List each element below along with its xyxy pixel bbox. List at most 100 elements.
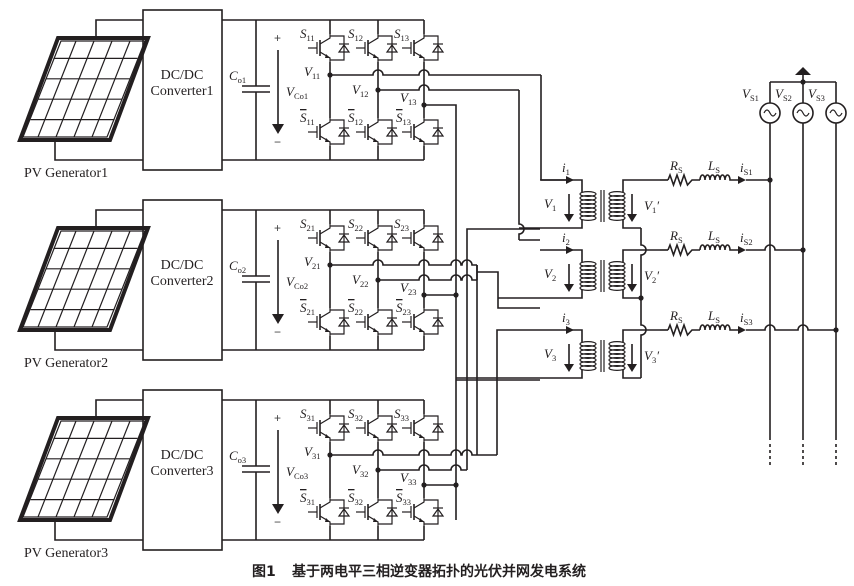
primary-voltage-label-main: V (544, 196, 554, 211)
diode-loop (378, 415, 393, 441)
arrow-head-icon (564, 284, 574, 292)
upper-switch-label: S13 (394, 26, 409, 43)
diode-icon (337, 43, 351, 53)
resistance-label-subscript: S (678, 315, 683, 325)
lower-switch-label-main: S (348, 110, 355, 125)
pv-cell-line (91, 230, 131, 328)
upper-switch-label: S31 (300, 406, 315, 423)
wire-v32-h (378, 464, 467, 471)
primary-voltage-label-subscript: 1 (552, 203, 556, 213)
igbt-emitter-arrow (419, 328, 424, 332)
arrow-head-icon (627, 364, 637, 372)
current-label-main: i (562, 310, 566, 325)
diode-icon (431, 317, 445, 327)
wire-v21-h (330, 259, 477, 266)
coil-turn (608, 261, 626, 268)
coil-turn (608, 285, 626, 292)
inductance-label-main: L (707, 158, 715, 173)
capacitor-label-subscript: o2 (238, 265, 247, 275)
junction-dot (453, 482, 459, 488)
node-label-main: V (352, 272, 362, 287)
diode-loop (424, 499, 439, 525)
secondary-coil (608, 191, 626, 222)
diode-icon (385, 423, 399, 433)
diode-icon (431, 233, 445, 243)
coil-turn (579, 215, 597, 222)
diode-icon (385, 233, 399, 243)
lower-switch-label-subscript: 32 (355, 497, 364, 507)
source-voltage-label-main: V (808, 86, 818, 101)
inductance-label-subscript: S (715, 235, 720, 245)
node-label: V21 (304, 254, 320, 271)
upper-switch-2 (356, 414, 399, 442)
upper-switch-label-main: S (394, 216, 401, 231)
lower-switch-2 (356, 498, 399, 526)
resistance-label: RS (669, 228, 683, 245)
coil-turn (579, 199, 597, 206)
diode-icon (337, 317, 351, 327)
inverter-to-transformer-wiring (330, 69, 570, 520)
line-current-label-main: i (740, 230, 744, 245)
line-current-label-subscript: S2 (744, 237, 753, 247)
resistance-label-subscript: S (678, 235, 683, 245)
resistance-label-main: R (669, 228, 678, 243)
coil-turn (579, 261, 597, 268)
resistance-label-main: R (669, 308, 678, 323)
coil-turn (608, 353, 626, 360)
upper-switch-2 (356, 224, 399, 252)
line-current-label: iS1 (740, 160, 753, 177)
converter-label-line2: Converter2 (151, 274, 214, 289)
source-voltage-label-subscript: S1 (750, 93, 759, 103)
node-label-subscript: 11 (312, 71, 320, 81)
secondary-voltage-label-prime: ′ (656, 348, 659, 363)
diode-icon (337, 507, 351, 517)
upper-switch-label-main: S (394, 26, 401, 41)
igbt-collector (367, 224, 379, 235)
wire-v31-h (330, 449, 497, 456)
arrow-head-icon (272, 314, 284, 324)
pv-cell-line (37, 420, 77, 518)
line-current-label-main: i (740, 310, 744, 325)
converter-label-line1: DC/DC (161, 68, 204, 83)
upper-switch-label-subscript: 23 (401, 223, 410, 233)
dcdc-converter-box (142, 9, 223, 171)
primary-voltage-label-subscript: 2 (552, 273, 556, 283)
arrow-head-icon (564, 214, 574, 222)
coil-turn (608, 265, 626, 272)
pv-unit-1: PV Generator1DC/DCConverter1Co1+−VCo1S11… (17, 9, 445, 181)
line-current-label-subscript: S3 (744, 317, 753, 327)
igbt-emitter-arrow (373, 328, 378, 332)
igbt-collector (367, 414, 379, 425)
lower-switch-1 (308, 498, 351, 526)
igbt-collector (413, 414, 425, 425)
wire-v13 (424, 104, 457, 520)
upper-switch-label: S22 (348, 216, 363, 233)
current-label: i3 (562, 310, 570, 327)
lower-switch-label-subscript: 23 (403, 307, 412, 317)
wire-v11-h (330, 69, 541, 76)
node-label-subscript: 22 (360, 279, 369, 289)
upper-switch-label-subscript: 22 (355, 223, 364, 233)
lower-switch-label-subscript: 22 (355, 307, 364, 317)
source-voltage-label-main: V (775, 86, 785, 101)
dc-voltage-label: VCo1 (286, 84, 308, 101)
secondary-voltage-label-main: V (644, 198, 654, 213)
diode-loop (330, 225, 345, 251)
igbt-collector (367, 498, 379, 509)
capacitor-label-main: C (229, 258, 238, 273)
node-label-main: V (400, 470, 410, 485)
diode-icon (431, 43, 445, 53)
current-arrow-icon (566, 176, 574, 184)
igbt-collector (319, 414, 331, 425)
node-label: V32 (352, 462, 368, 479)
pv-lead-negative (54, 522, 143, 541)
lower-switch-label-main: S (396, 300, 403, 315)
upper-switch-label-main: S (348, 216, 355, 231)
coil-turn (608, 349, 626, 356)
dc-voltage-label-subscript: Co3 (294, 471, 308, 481)
coil-turn (579, 273, 597, 280)
diode-loop (424, 309, 439, 335)
lower-switch-1 (308, 118, 351, 146)
